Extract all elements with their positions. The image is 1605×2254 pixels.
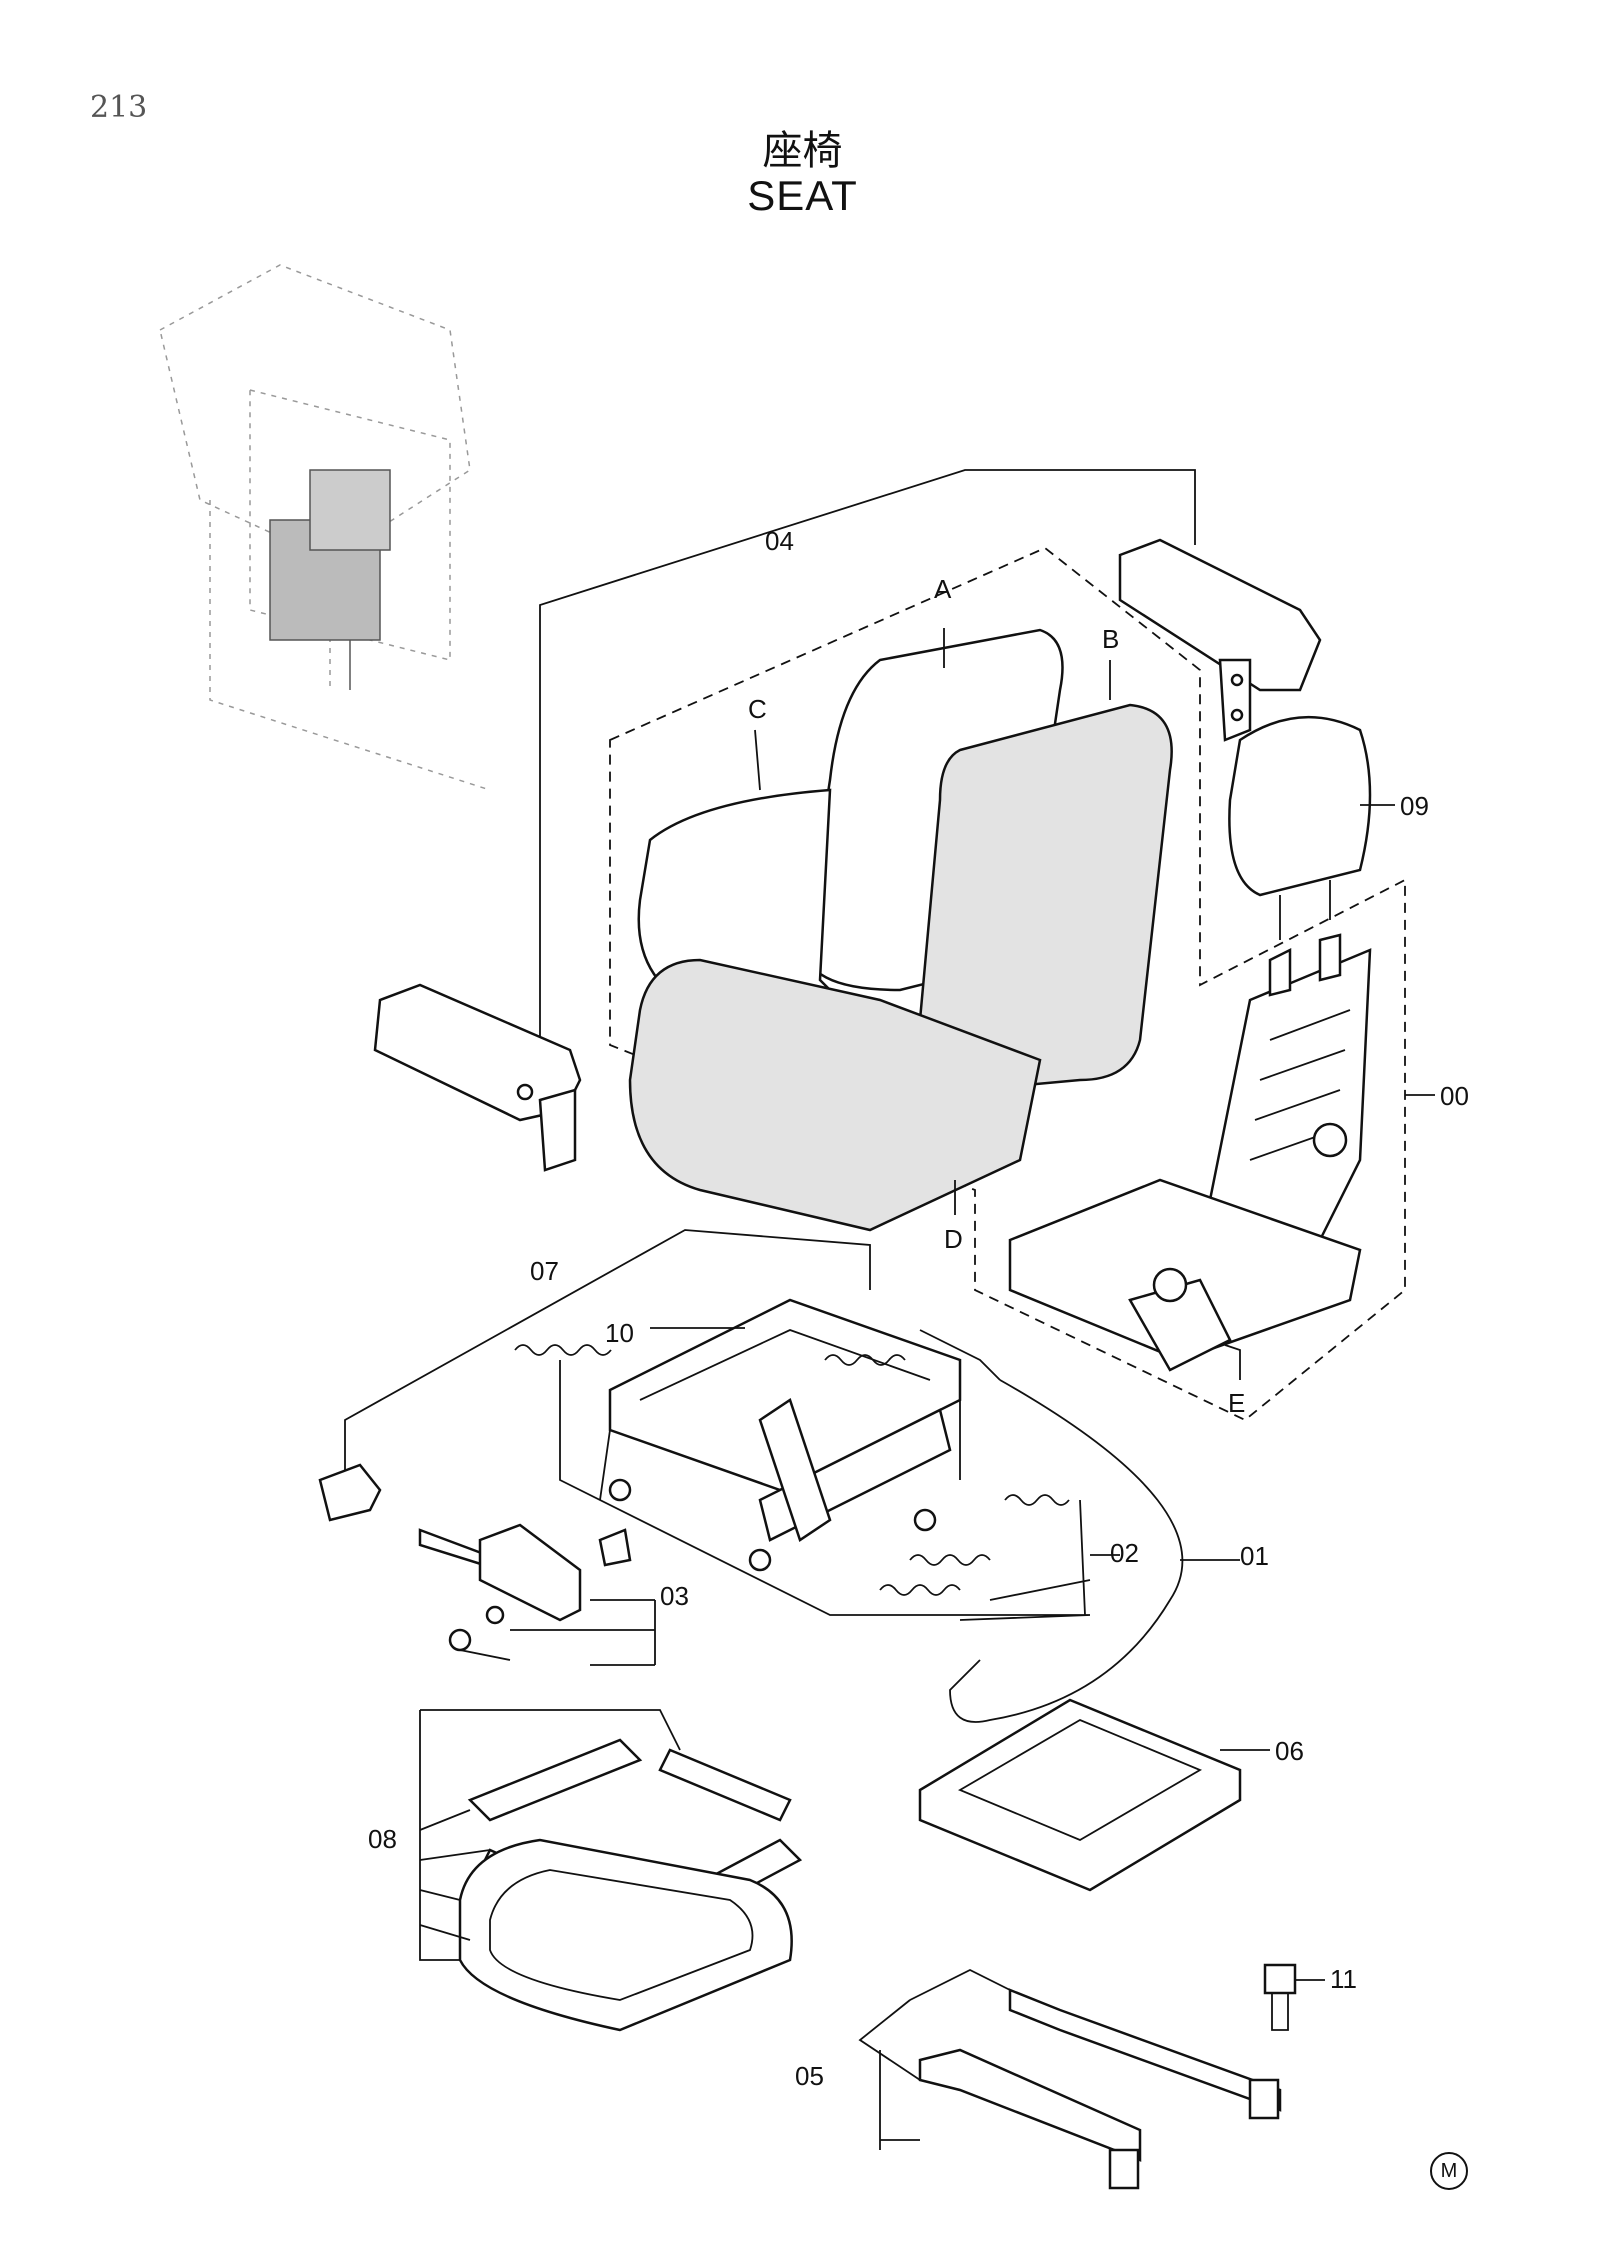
title-japanese: 座椅 (762, 128, 843, 174)
armrest-left (373, 983, 582, 1172)
callout-04: 04 (765, 526, 794, 556)
title-english: SEAT (747, 172, 858, 219)
callout-b: B (1102, 624, 1119, 654)
callout-e: E (1228, 1388, 1245, 1418)
cable (919, 1329, 1240, 1723)
bolt (1263, 1963, 1325, 2031)
slide-frame (918, 1698, 1270, 1892)
leader-line-04 (539, 469, 1196, 700)
seat-back-cover-b (917, 703, 1173, 1092)
callout-d: D (944, 1224, 963, 1254)
manufacturer-mark: M (1430, 2152, 1468, 2190)
headrest (1228, 715, 1372, 940)
callout-00: 00 (1440, 1081, 1469, 1111)
callout-c: C (748, 694, 767, 724)
leader-line-07 (344, 1229, 871, 1470)
callout-07: 07 (530, 1256, 559, 1286)
callout-01: 01 (1240, 1541, 1269, 1571)
mounting-plates (419, 1709, 803, 2032)
callout-08: 08 (368, 1824, 397, 1854)
callout-03: 03 (660, 1581, 689, 1611)
callout-11: 11 (1330, 1964, 1357, 1994)
page-number: 213 (90, 90, 148, 125)
slide-rails (858, 1968, 1282, 2190)
callout-a: A (934, 574, 952, 604)
seat-base-d (628, 958, 1042, 1232)
bracket-and-bolts (318, 1463, 656, 1666)
callout-10: 10 (605, 1318, 634, 1348)
leader-line-02 (559, 1360, 1120, 1621)
callout-06: 06 (1275, 1736, 1304, 1766)
seat-frame-e (1008, 933, 1372, 1372)
suspension-linkage (599, 1298, 962, 1572)
callout-02: 02 (1110, 1538, 1139, 1568)
springs (514, 1344, 1070, 1596)
callout-05: 05 (795, 2061, 824, 2091)
callout-09: 09 (1400, 791, 1429, 821)
cab-locator-sketch (159, 264, 491, 791)
armrest-right (1118, 538, 1322, 742)
